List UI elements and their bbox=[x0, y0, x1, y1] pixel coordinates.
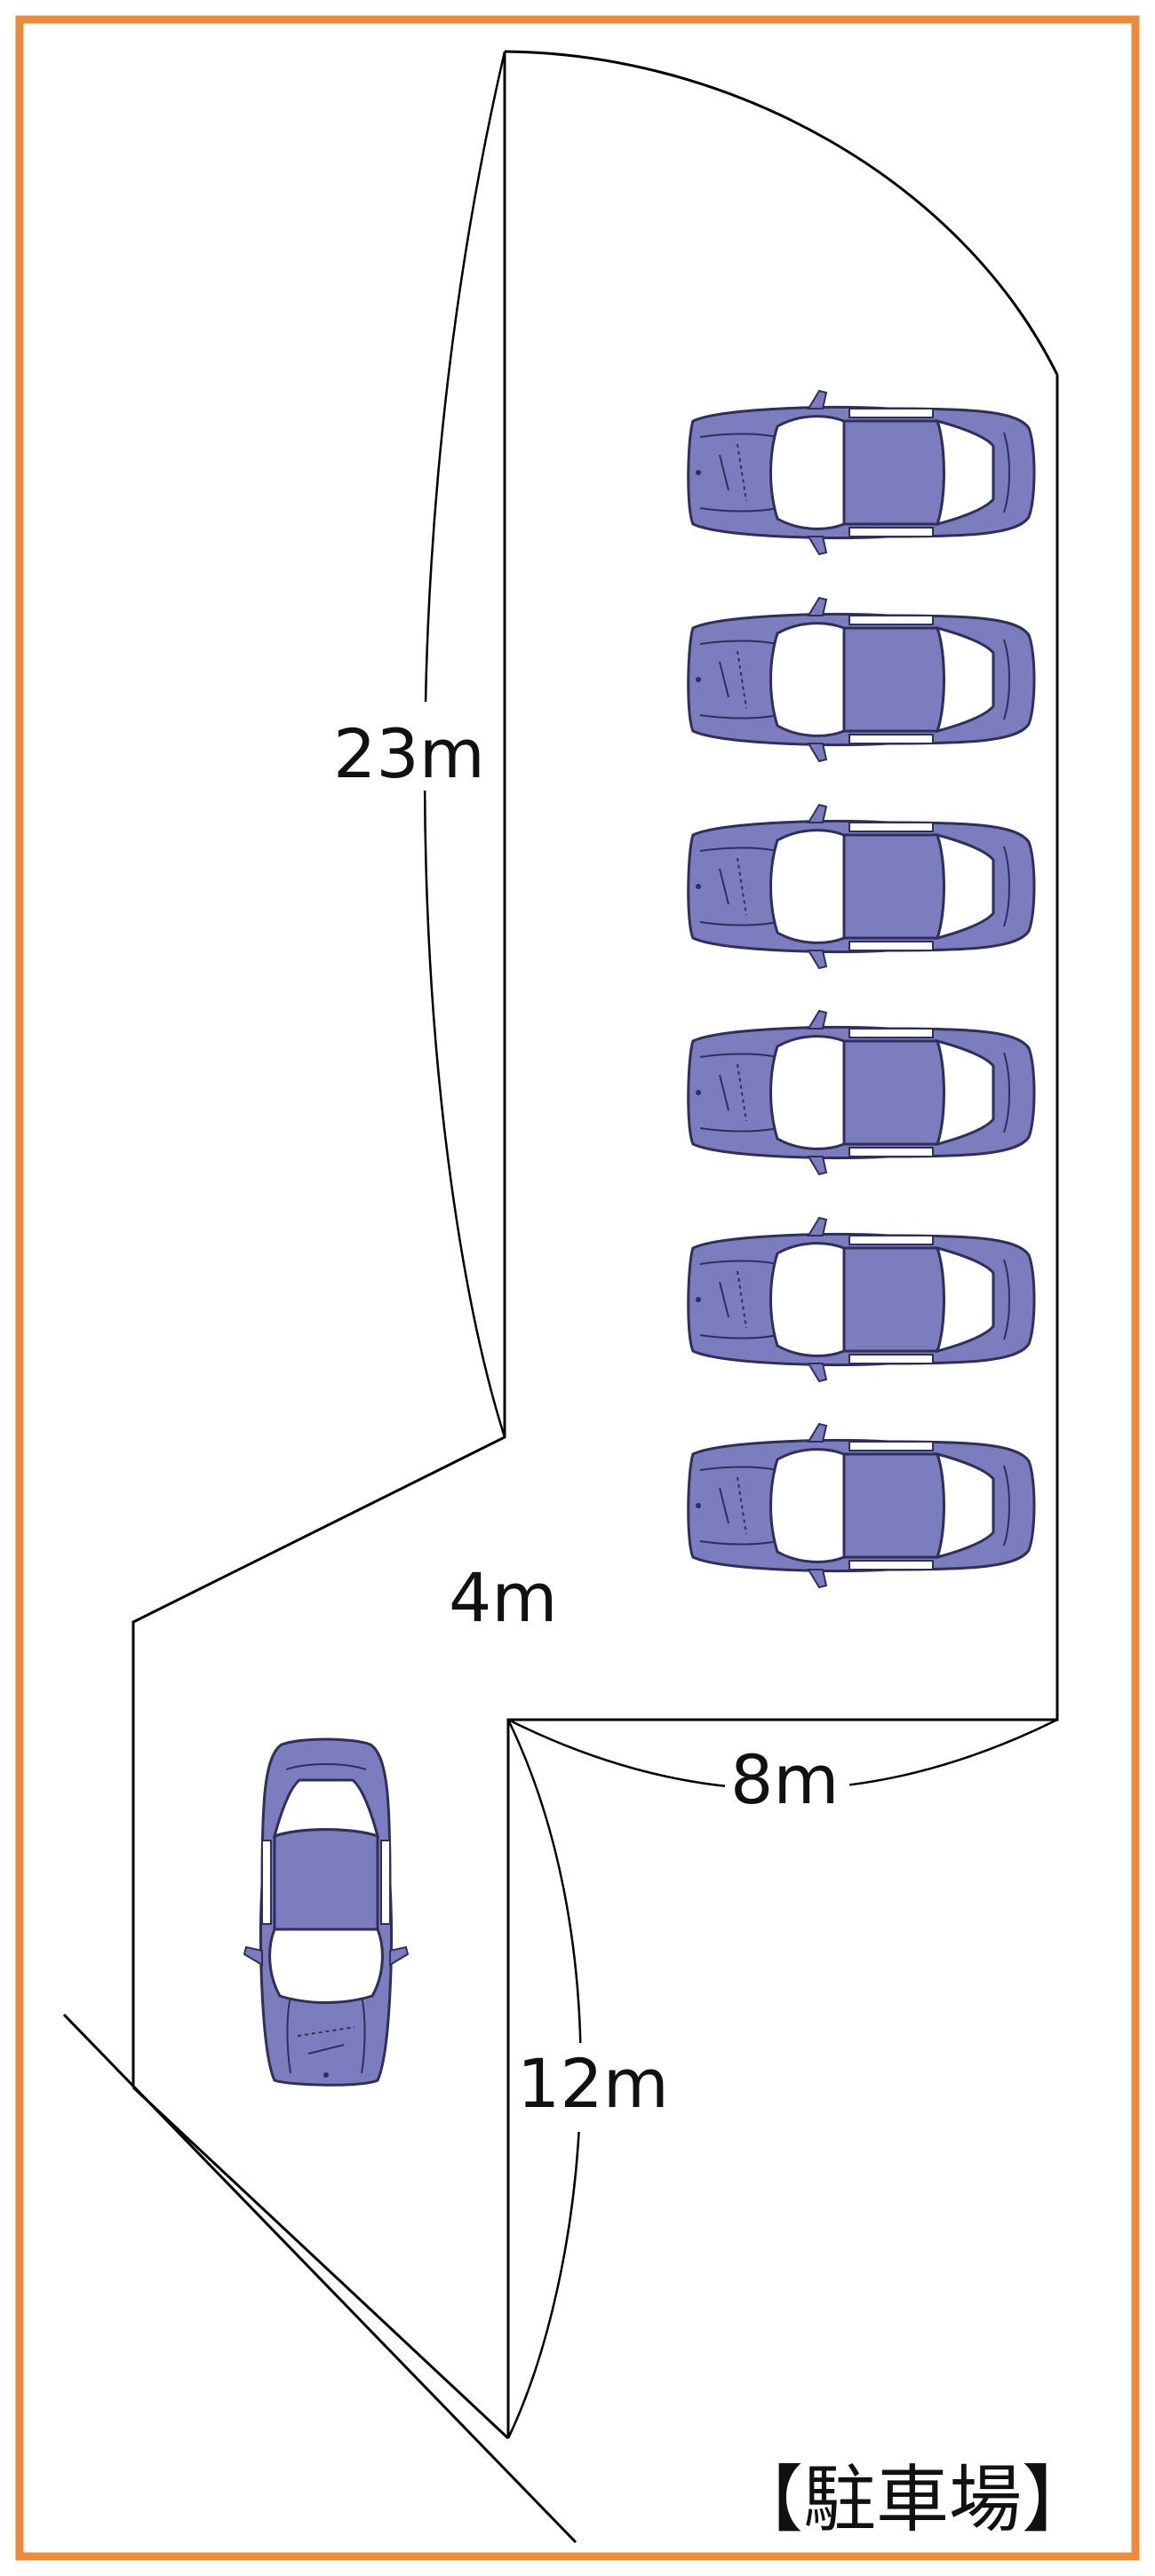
label-4m: 4m bbox=[449, 1558, 557, 1637]
lot-right-edge bbox=[506, 375, 1059, 2438]
outer-border bbox=[15, 15, 1140, 2561]
label-8m: 8m bbox=[730, 1740, 839, 1819]
dimension-arc-23m bbox=[423, 51, 506, 1438]
parked-car-1 bbox=[687, 389, 1036, 556]
label-12m: 12m bbox=[517, 2044, 669, 2123]
entrance-car bbox=[243, 1737, 410, 2087]
lot-top-curve bbox=[504, 50, 1059, 376]
parked-car-3 bbox=[687, 803, 1036, 970]
parked-car-2 bbox=[687, 596, 1036, 763]
parked-car-5 bbox=[687, 1216, 1036, 1383]
lot-outline bbox=[131, 52, 506, 2087]
label-23m: 23m bbox=[333, 714, 485, 793]
road-edge-inner bbox=[131, 2086, 510, 2440]
parked-car-4 bbox=[687, 1009, 1036, 1176]
parked-car-6 bbox=[687, 1422, 1036, 1589]
caption-label: 【駐車場】 bbox=[730, 2458, 1095, 2542]
